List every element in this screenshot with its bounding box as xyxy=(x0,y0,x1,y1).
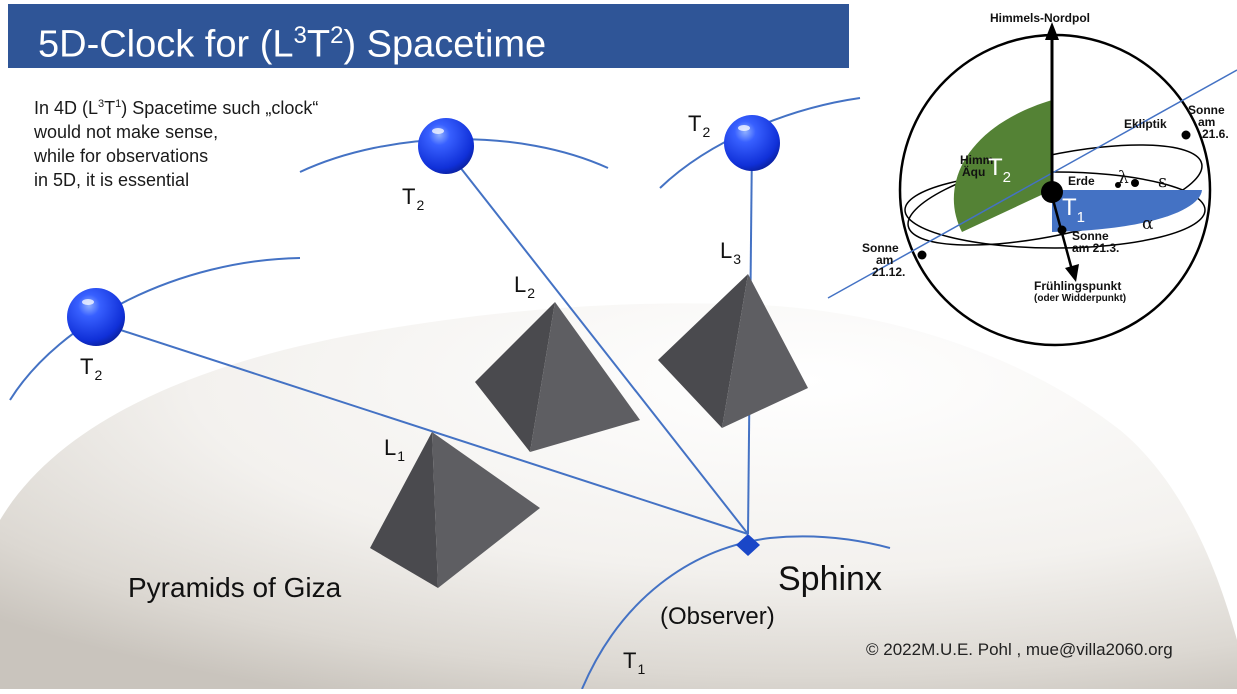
pyramids-label: Pyramids of Giza xyxy=(128,572,342,603)
label-t2-mid: T2 xyxy=(402,184,425,213)
observer-label: (Observer) xyxy=(660,603,775,630)
sky-label-erde: Erde xyxy=(1068,174,1095,188)
sky-label-alpha: α xyxy=(1142,214,1154,234)
sky-label-himm: Himm xyxy=(960,153,994,167)
label-t2-left: T2 xyxy=(80,354,103,383)
pyramid-front xyxy=(370,432,540,588)
orbit-arc-left xyxy=(9,257,301,401)
intro-line-1: In 4D (L3T1) Spacetime such „clock“ xyxy=(34,98,319,118)
sky-label-aqu: Äqu xyxy=(962,165,986,179)
sphere-right xyxy=(724,115,780,171)
wedge-label-t1: T1 xyxy=(1062,194,1086,226)
page-title: 5D-Clock for (L3T2) Spacetime xyxy=(38,22,547,66)
label-t2-right: T2 xyxy=(688,111,711,140)
pyramid-middle xyxy=(475,302,640,452)
wedge-t1 xyxy=(1052,190,1202,232)
planet-surface xyxy=(0,303,1237,689)
observer-marker xyxy=(736,534,760,556)
copyright-text: © 2022M.U.E. Pohl , mue@villa2060.org xyxy=(866,640,1173,659)
sky-label-widder: (oder Widderpunkt) xyxy=(1034,293,1127,304)
intro-line-2: would not make sense, xyxy=(34,122,219,142)
sphere-mid xyxy=(418,118,474,174)
label-l2: L2 xyxy=(514,272,536,301)
label-t1-bottom: T1 xyxy=(623,648,646,677)
sight-line-t2-mid xyxy=(444,147,749,535)
intro-text: In 4D (L3T1) Spacetime such „clock“ woul… xyxy=(34,92,324,192)
sky-label-ekliptik: Ekliptik xyxy=(1124,117,1167,131)
sight-line-t2-left xyxy=(95,321,749,535)
pyramid-back xyxy=(658,274,808,428)
sphere-left xyxy=(67,288,125,346)
sky-label-beta: ε xyxy=(1158,172,1167,192)
intro-line-4: in 5D, it is essential xyxy=(34,170,190,190)
label-l3: L3 xyxy=(720,238,742,267)
title-bar: 5D-Clock for (L3T2) Spacetime xyxy=(8,4,849,68)
wedge-t2 xyxy=(953,100,1052,232)
intro-line-3: while for observations xyxy=(34,146,209,166)
sphinx-label: Sphinx xyxy=(778,560,882,598)
celestial-sphere-diagram xyxy=(827,22,1237,347)
sky-label-lambda: λ xyxy=(1118,168,1129,188)
label-l1: L1 xyxy=(384,435,406,464)
sky-label-fruehling: Frühlingspunkt xyxy=(1034,279,1122,293)
wedge-label-t2: T2 xyxy=(988,154,1012,186)
sky-label-nordpol: Himmels-Nordpol xyxy=(990,11,1091,25)
